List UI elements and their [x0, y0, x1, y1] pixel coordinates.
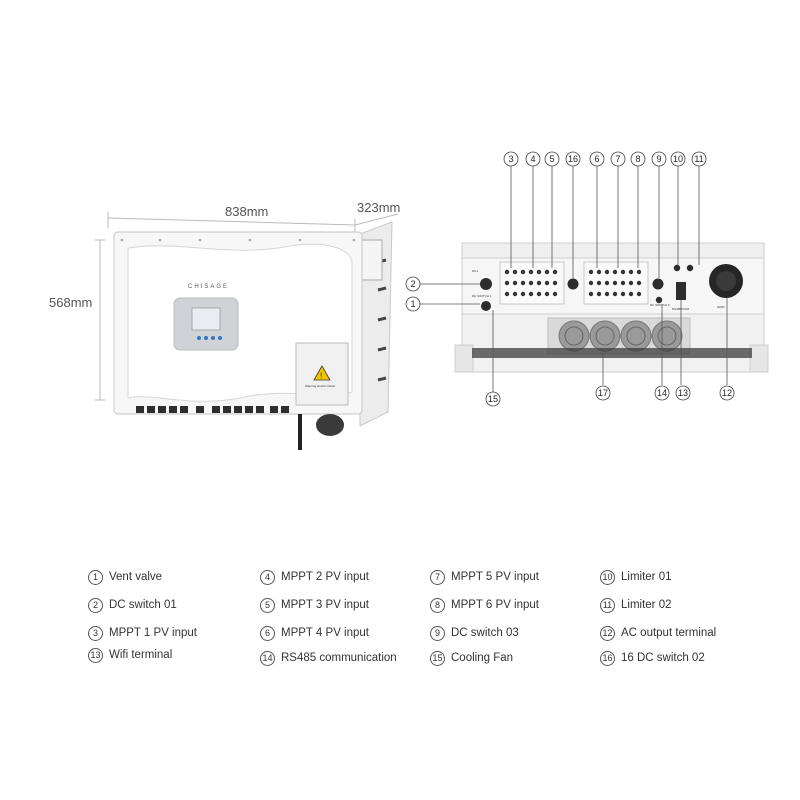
vent-valve-icon [481, 301, 491, 311]
legend-label: 16 DC switch 02 [621, 652, 705, 664]
pv-connector-block-2 [583, 261, 649, 305]
svg-text:DC SWITCH 3: DC SWITCH 3 [650, 303, 670, 307]
legend-label: RS485 communication [281, 652, 397, 664]
ac-gland-icon [316, 414, 344, 436]
legend-item: 9 DC switch 03 [430, 624, 519, 642]
legend-label: AC output terminal [621, 627, 717, 639]
legend-item: 6 MPPT 4 PV input [260, 624, 369, 642]
callout-markers [405, 151, 735, 407]
svg-text:DC SWITCH 1: DC SWITCH 1 [472, 294, 492, 298]
legend-label: Wifi terminal [109, 649, 173, 661]
callout-8: 8 [635, 154, 640, 164]
button-icon [197, 336, 201, 340]
callout-1: 1 [410, 299, 415, 309]
legend-item: 5 MPPT 3 PV input [260, 596, 369, 614]
callout-10: 10 [673, 154, 683, 164]
callout-13: 13 [678, 388, 688, 398]
callout-6: 6 [594, 154, 599, 164]
callout-12: 12 [722, 388, 732, 398]
callout-14: 14 [657, 388, 667, 398]
svg-text:DC1: DC1 [472, 269, 478, 273]
svg-text:Warning electric shock: Warning electric shock [305, 384, 336, 388]
legend-item: 2 DC switch 01 [88, 596, 177, 614]
legend-label: Cooling Fan [451, 652, 514, 664]
depth-dimension: 323mm [357, 200, 400, 215]
pv-connector-block-1 [499, 261, 565, 305]
width-dimension: 838mm [225, 204, 268, 219]
legend-label: MPPT 3 PV input [281, 599, 369, 611]
legend-number: 11 [600, 597, 615, 613]
legend-item: 14 RS485 communication [260, 649, 397, 667]
legend-label: Vent valve [109, 571, 163, 583]
callout-3: 3 [508, 154, 513, 164]
legend-item: 15 Cooling Fan [430, 649, 513, 667]
legend-label: Limiter 02 [621, 599, 672, 611]
brand-logo-text: CHISAGE [188, 284, 229, 290]
legend-number: 1 [88, 569, 103, 585]
svg-text:!: ! [320, 372, 322, 381]
callout-2: 2 [410, 279, 415, 289]
inverter-bottom-view: DC1 DC SWITCH 1 DC SWITCH 3 [405, 151, 769, 407]
legend-label: MPPT 4 PV input [281, 627, 369, 639]
legend-item: 4 MPPT 2 PV input [260, 568, 369, 586]
legend-label: MPPT 2 PV input [281, 571, 369, 583]
legend-label: MPPT 6 PV input [451, 599, 539, 611]
legend-number: 8 [430, 597, 445, 613]
legend-item: 16 16 DC switch 02 [600, 649, 705, 667]
wifi-terminal-icon [676, 282, 686, 300]
legend-number: 6 [260, 625, 275, 641]
callout-16: 16 [568, 154, 578, 164]
legend-number: 12 [600, 625, 615, 641]
bottom-connectors [136, 406, 289, 413]
inverter-front-view: 838mm 323mm 568mm CHISAGE [49, 200, 400, 450]
legend-number: 3 [88, 625, 103, 641]
legend-label: Limiter 01 [621, 571, 672, 583]
callout-9: 9 [656, 154, 661, 164]
callout-7: 7 [615, 154, 620, 164]
rs485-port-icon [655, 296, 663, 304]
lcd-screen [191, 307, 221, 331]
callout-11: 11 [694, 154, 703, 164]
limiter-01-icon [673, 264, 681, 272]
limiter-02-icon [686, 264, 694, 272]
legend-label: DC switch 03 [451, 627, 519, 639]
callout-15: 15 [488, 394, 498, 404]
legend-item: 12 AC output terminal [600, 624, 716, 642]
callout-5: 5 [549, 154, 554, 164]
dc-switch-01-icon [480, 278, 492, 290]
dc-switch-03-icon [652, 278, 664, 290]
callout-4: 4 [530, 154, 535, 164]
legend-item: 13 Wifi terminal [88, 646, 172, 664]
svg-text:GRID: GRID [717, 305, 725, 309]
legend-number: 5 [260, 597, 275, 613]
legend-label: MPPT 5 PV input [451, 571, 539, 583]
legend-number: 14 [260, 650, 275, 666]
legend-item: 11 Limiter 02 [600, 596, 672, 614]
legend-number: 13 [88, 647, 103, 663]
legend-number: 10 [600, 569, 615, 585]
legend-item: 10 Limiter 01 [600, 568, 672, 586]
legend-item: 1 Vent valve [88, 568, 162, 586]
legend-item: 8 MPPT 6 PV input [430, 596, 539, 614]
legend-number: 2 [88, 597, 103, 613]
legend-number: 7 [430, 569, 445, 585]
component-legend: 1 Vent valve 2 DC switch 01 3 MPPT 1 PV … [88, 566, 768, 676]
legend-number: 9 [430, 625, 445, 641]
legend-number: 4 [260, 569, 275, 585]
height-dimension: 568mm [49, 295, 92, 310]
fan-icon [558, 320, 590, 352]
legend-item: 3 MPPT 1 PV input [88, 624, 197, 642]
legend-number: 16 [600, 650, 615, 666]
warning-icon [313, 365, 331, 381]
legend-number: 15 [430, 650, 445, 666]
legend-label: MPPT 1 PV input [109, 627, 197, 639]
callout-17: 17 [598, 388, 608, 398]
dc-switch-02-icon [567, 278, 579, 290]
legend-label: DC switch 01 [109, 599, 177, 611]
legend-item: 7 MPPT 5 PV input [430, 568, 539, 586]
